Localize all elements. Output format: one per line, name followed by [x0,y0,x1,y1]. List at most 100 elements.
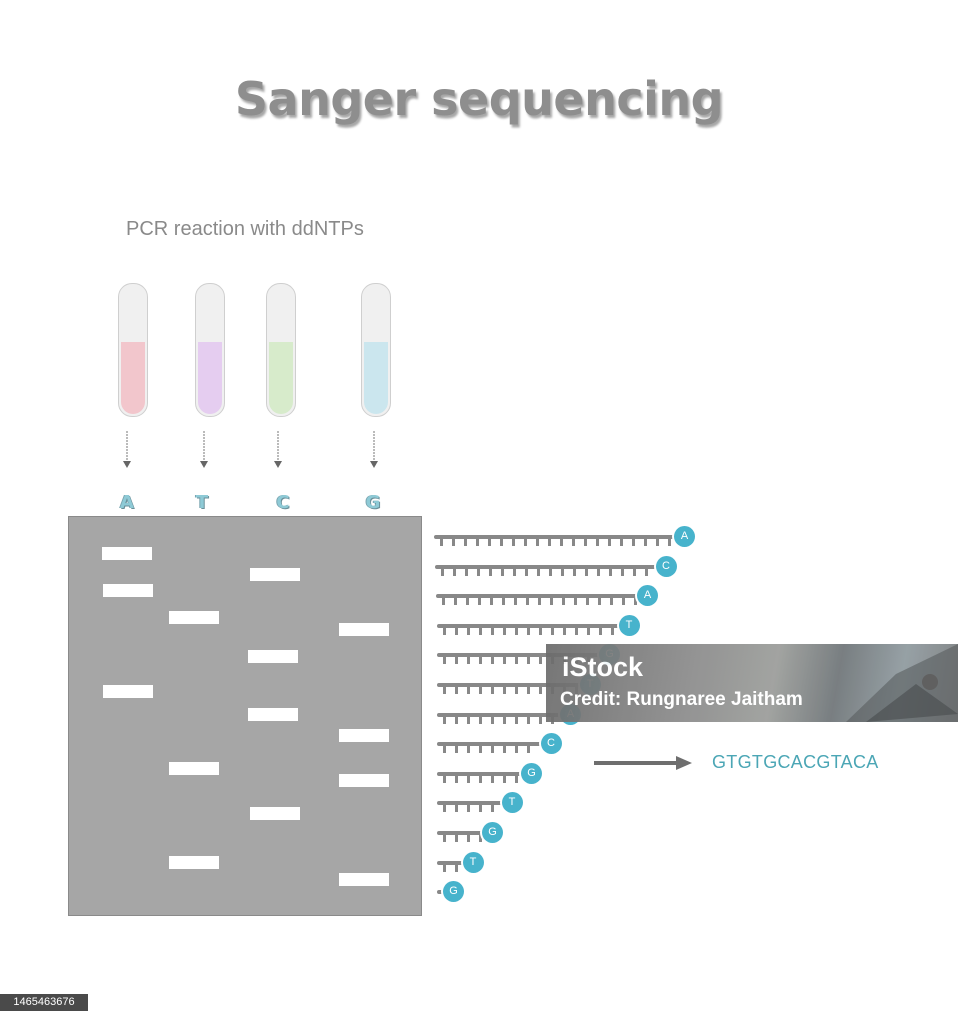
ddntp-terminator: G [521,762,542,784]
fragment-base-tick [608,538,611,546]
fragment-base-tick [479,834,482,842]
fragment-base-tick [443,774,446,783]
fragment-base-tick [488,538,491,546]
fragment-base-tick [503,626,506,635]
ddntp-terminator: T [462,851,484,873]
fragment-base-tick [477,567,480,576]
fragment-base-tick [512,538,515,546]
fragment-base-tick [503,745,506,754]
ddntp-terminator: G [443,881,464,903]
fragment-base-tick [632,538,635,546]
fragment-base-tick [539,656,542,665]
fragment-base-tick [587,626,590,635]
fragment-base-tick [443,745,446,754]
fragment-base-tick [585,567,588,576]
result-sequence: GTGTGCACGTACA [712,752,879,772]
lane-label-a: A [120,492,134,513]
ddntp-terminator: A [674,526,695,547]
fragment-backbone [437,771,523,776]
down-arrow-icon [200,431,208,468]
fragment-base-tick [551,626,554,635]
watermark-logo: iStock [562,652,644,682]
fragment-base-tick [467,834,470,842]
fragment-base-tick [633,567,636,576]
fragment-base-tick [467,804,470,813]
fragment-base-tick [574,597,577,606]
fragment-base-tick [634,597,637,606]
gel-band [102,547,152,560]
watermark-banner: iStock Credit: Rungnaree Jaitham [546,644,958,722]
fragment-base-tick [550,597,553,606]
fragment-base-tick [491,774,494,783]
fragment-base-tick [596,538,599,546]
fragment-base-tick [467,656,470,665]
fragment-base-tick [515,626,518,635]
down-arrow-icon [274,431,282,468]
fragment-base-tick [548,538,551,546]
fragment-base-tick [597,567,600,576]
fragment-base-tick [454,597,457,606]
fragment-base-tick [479,774,482,783]
dna-fragment [437,742,543,754]
gel-band [248,650,298,663]
fragment-base-tick [515,715,518,724]
fragment-base-tick [549,567,552,576]
stock-id-badge: 1465463676 [0,994,88,1011]
fragment-base-tick [527,626,530,635]
fragment-base-tick [513,567,516,576]
down-arrow-icon [370,431,378,468]
gel-band [103,584,153,597]
fragment-base-tick [455,715,458,724]
ddntp-terminator: T [501,792,523,814]
fragment-base-tick [465,567,468,576]
fragment-base-tick [479,626,482,635]
fragment-base-tick [515,656,518,665]
fragment-base-tick [527,686,530,694]
dna-fragment [437,831,484,842]
fragment-base-tick [503,686,506,694]
ddntp-terminator: C [540,733,562,755]
fragment-base-tick [467,626,470,635]
fragment-base-tick [515,686,518,694]
fragment-base-tick [443,626,446,635]
ddntp-terminator: T [618,614,640,636]
fragment-backbone [437,742,543,747]
gel-band [250,807,300,820]
fragment-base-tick [490,597,493,606]
fragment-base-tick [467,774,470,783]
down-arrow-icon [123,431,131,468]
tube-fill [269,342,293,414]
tube-fill [121,342,145,414]
tube-g [361,283,391,417]
fragment-backbone [434,535,676,539]
subtitle: PCR reaction with ddNTPs [126,218,364,240]
fragment-base-tick [502,597,505,606]
gel-band [339,623,389,636]
fragment-base-tick [503,656,506,665]
fragment-base-tick [443,834,446,842]
fragment-base-tick [537,567,540,576]
gel-band [339,774,389,787]
fragment-base-tick [525,567,528,576]
tube-fill [364,342,388,414]
gel-band [169,856,219,869]
fragment-base-tick [453,567,456,576]
fragment-base-tick [455,804,458,813]
fragment-base-tick [464,538,467,546]
fragment-base-tick [622,597,625,606]
fragment-base-tick [598,597,601,606]
lane-label-g: G [365,492,381,513]
fragment-base-tick [455,656,458,665]
gel-band [339,873,389,886]
fragment-base-tick [443,804,446,813]
page-title: Sanger sequencing [234,72,724,126]
fragment-base-tick [501,567,504,576]
dna-fragment [437,771,523,783]
fragment-base-tick [644,538,647,546]
fragment-base-tick [455,863,458,872]
fragment-base-tick [491,656,494,665]
fragment-base-tick [538,597,541,606]
fragment-base-tick [668,538,671,546]
fragment-base-tick [455,834,458,842]
fragment-backbone [435,564,658,569]
